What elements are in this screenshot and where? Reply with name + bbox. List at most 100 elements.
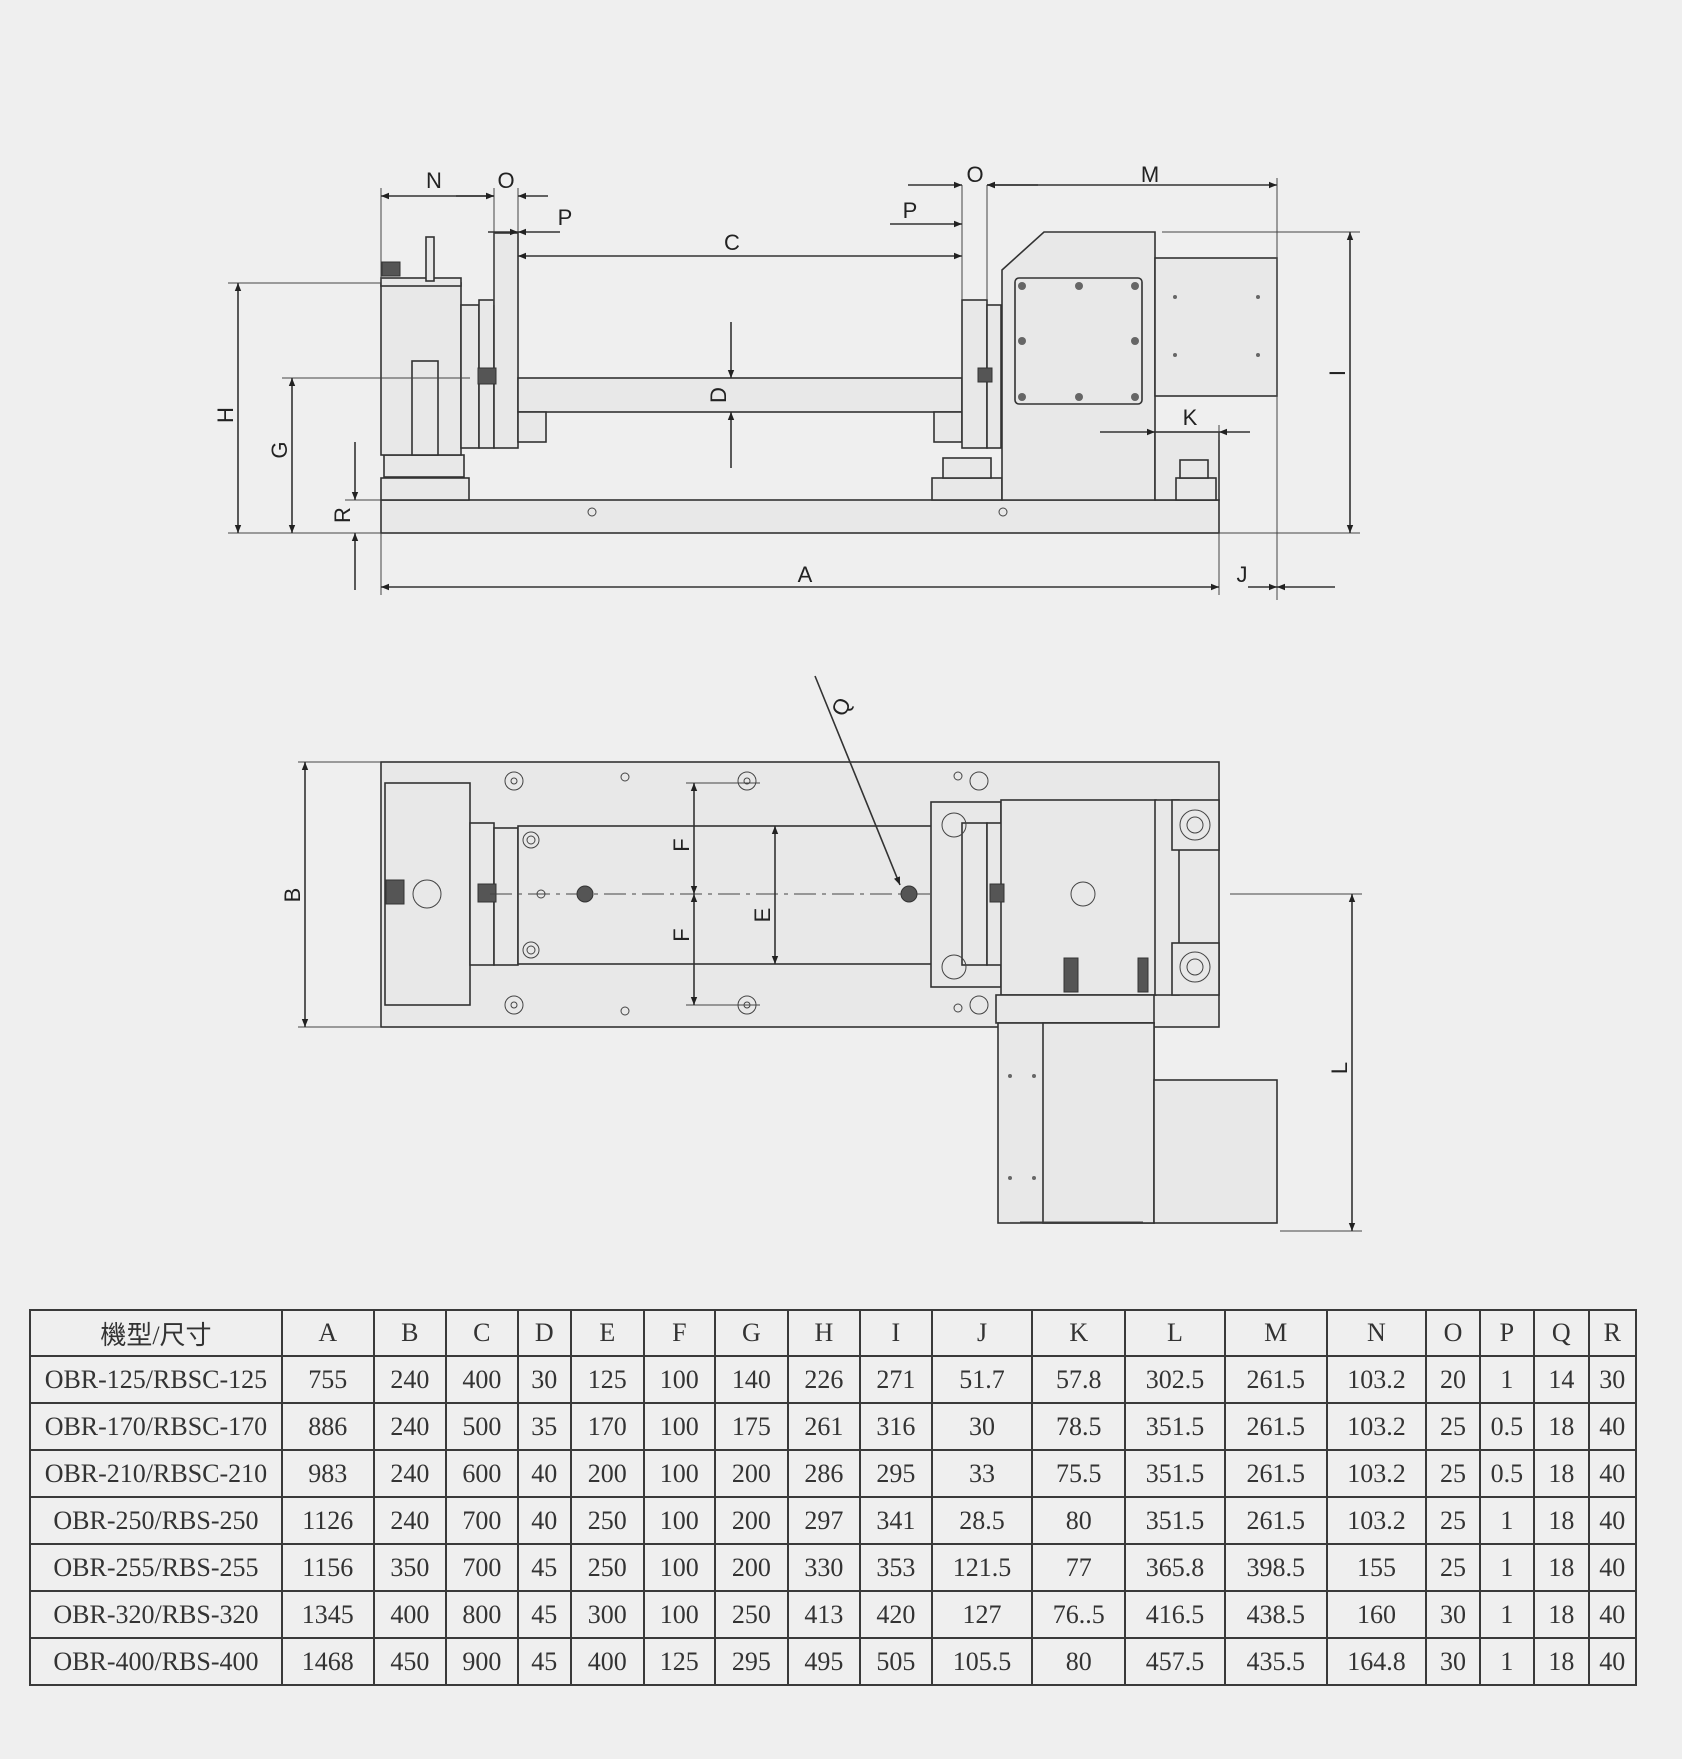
dimension-cell: 261.5 <box>1223 1449 1328 1498</box>
dimension-cell: 0.5 <box>1478 1402 1536 1451</box>
dim-label-c: C <box>724 230 740 255</box>
dimension-cell: 40 <box>1587 1590 1638 1639</box>
model-cell: OBR-400/RBS-400 <box>29 1637 283 1686</box>
dimension-cell: 30 <box>516 1355 573 1404</box>
dim-label-g: G <box>267 441 292 458</box>
column-header: F <box>642 1309 717 1357</box>
column-header: K <box>1031 1309 1127 1357</box>
dimension-cell: 240 <box>372 1496 448 1545</box>
dimension-cell: 45 <box>516 1543 573 1592</box>
dimension-cell: 33 <box>930 1449 1034 1498</box>
dim-label-h: H <box>213 407 238 423</box>
dimension-cell: 0.5 <box>1478 1449 1536 1498</box>
dimension-cell: 1 <box>1478 1590 1536 1639</box>
dimension-cell: 300 <box>570 1590 645 1639</box>
model-cell: OBR-320/RBS-320 <box>29 1590 283 1639</box>
dimension-cell: 1126 <box>280 1496 375 1545</box>
dimension-cell: 127 <box>930 1590 1034 1639</box>
dimension-cell: 800 <box>445 1590 519 1639</box>
dimension-cell: 438.5 <box>1223 1590 1328 1639</box>
dimension-cell: 40 <box>1587 1402 1638 1451</box>
dim-label-p-right: P <box>903 198 918 223</box>
dimension-cell: 1 <box>1478 1637 1536 1686</box>
dimension-cell: 500 <box>445 1402 519 1451</box>
dimension-cell: 250 <box>570 1496 645 1545</box>
dimension-cell: 80 <box>1031 1637 1127 1686</box>
dimension-cell: 100 <box>642 1590 717 1639</box>
dimension-cell: 18 <box>1533 1637 1590 1686</box>
dim-label-m: M <box>1141 162 1159 187</box>
column-header: H <box>786 1309 862 1357</box>
dimension-cell: 40 <box>1587 1496 1638 1545</box>
dimension-cell: 75.5 <box>1031 1449 1127 1498</box>
model-cell: OBR-250/RBS-250 <box>29 1496 283 1545</box>
top-view: Q B F F E L <box>280 675 1362 1232</box>
dimension-cell: 164.8 <box>1325 1637 1428 1686</box>
column-header: A <box>280 1309 375 1357</box>
dimension-cell: 140 <box>714 1355 789 1404</box>
dimension-cell: 80 <box>1031 1496 1127 1545</box>
dimension-cell: 886 <box>280 1402 375 1451</box>
dimension-cell: 420 <box>859 1590 933 1639</box>
dimension-cell: 175 <box>714 1402 789 1451</box>
dimension-cell: 240 <box>372 1449 448 1498</box>
dimension-cell: 40 <box>1587 1637 1638 1686</box>
dimension-cell: 103.2 <box>1325 1355 1428 1404</box>
dimension-cell: 416.5 <box>1124 1590 1226 1639</box>
dimension-cell: 398.5 <box>1223 1543 1328 1592</box>
dimension-cell: 18 <box>1533 1496 1590 1545</box>
dimension-cell: 295 <box>859 1449 933 1498</box>
dimension-cell: 295 <box>714 1637 789 1686</box>
dimension-cell: 1156 <box>280 1543 375 1592</box>
dimension-cell: 316 <box>859 1402 933 1451</box>
dimension-cell: 302.5 <box>1124 1355 1226 1404</box>
dimension-cell: 261.5 <box>1223 1355 1328 1404</box>
dim-label-k: K <box>1183 405 1198 430</box>
dimension-cell: 45 <box>516 1590 573 1639</box>
dimension-cell: 400 <box>570 1637 645 1686</box>
dim-label-a: A <box>798 562 813 587</box>
dimension-cell: 100 <box>642 1402 717 1451</box>
dimension-cell: 28.5 <box>930 1496 1034 1545</box>
dimension-cell: 413 <box>786 1590 862 1639</box>
dimension-cell: 351.5 <box>1124 1496 1226 1545</box>
dimension-cell: 100 <box>642 1496 717 1545</box>
dimension-cell: 160 <box>1325 1590 1428 1639</box>
dim-label-i: I <box>1325 370 1350 376</box>
dimension-cell: 57.8 <box>1031 1355 1127 1404</box>
dim-label-o: O <box>497 168 514 193</box>
column-header: O <box>1425 1309 1481 1357</box>
dimension-cell: 51.7 <box>930 1355 1034 1404</box>
dimension-cell: 351.5 <box>1124 1449 1226 1498</box>
dimension-cell: 25 <box>1425 1449 1481 1498</box>
column-header: D <box>516 1309 573 1357</box>
dimension-cell: 20 <box>1425 1355 1481 1404</box>
dimension-cell: 495 <box>786 1637 862 1686</box>
column-header: C <box>445 1309 519 1357</box>
dim-label-b: B <box>280 888 305 903</box>
dimension-cell: 40 <box>516 1496 573 1545</box>
dimension-cell: 25 <box>1425 1543 1481 1592</box>
column-header: I <box>859 1309 933 1357</box>
dimension-cell: 261.5 <box>1223 1402 1328 1451</box>
dimension-cell: 1 <box>1478 1355 1536 1404</box>
dimension-cell: 226 <box>786 1355 862 1404</box>
dimension-cell: 700 <box>445 1543 519 1592</box>
column-header: N <box>1325 1309 1428 1357</box>
dimension-cell: 755 <box>280 1355 375 1404</box>
dimension-cell: 250 <box>570 1543 645 1592</box>
dimension-cell: 30 <box>1425 1590 1481 1639</box>
model-cell: OBR-170/RBSC-170 <box>29 1402 283 1451</box>
dim-label-l: L <box>1327 1062 1352 1074</box>
dimension-cell: 1 <box>1478 1543 1536 1592</box>
dim-label-n: N <box>426 168 442 193</box>
dimension-cell: 250 <box>714 1590 789 1639</box>
dimension-cell: 78.5 <box>1031 1402 1127 1451</box>
dim-label-e: E <box>750 908 775 923</box>
